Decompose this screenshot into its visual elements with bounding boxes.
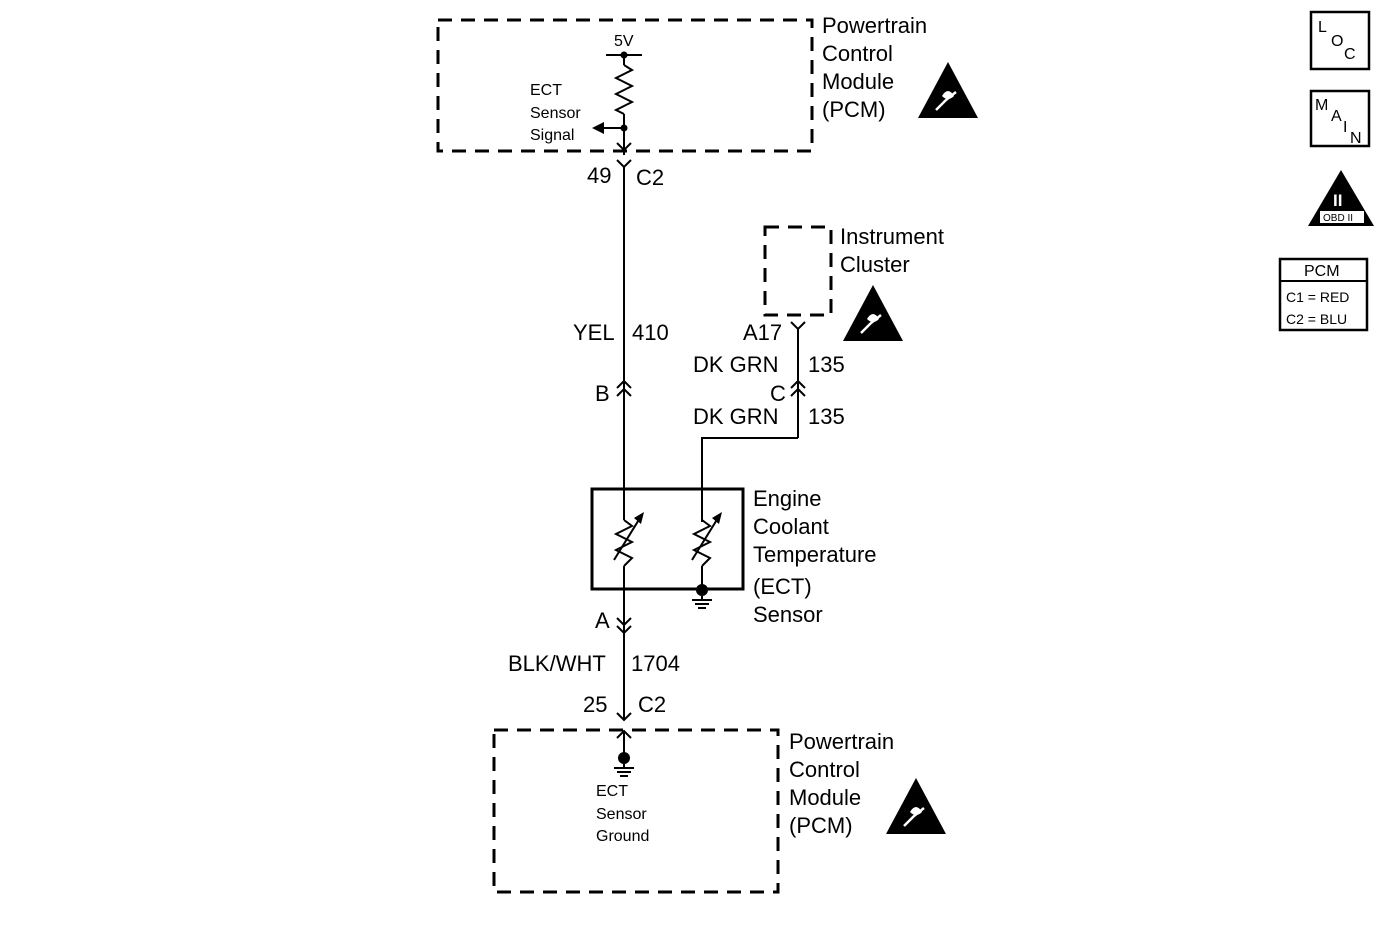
c2-connector-icon: [616, 159, 632, 169]
c2-bottom-connector-icon: [616, 712, 632, 722]
ect-signal-line-3: Signal: [530, 127, 574, 144]
pcm-connector-legend: PCM C1 = RED C2 = BLU: [1278, 257, 1369, 332]
loc-icon-l: L: [1318, 19, 1327, 36]
pcm-bottom: ECT Sensor Ground Powertrain Control Mod…: [492, 728, 946, 894]
loc-icon-c: C: [1344, 46, 1356, 63]
instrument-cluster-title-1: Instrument: [840, 224, 944, 249]
loc-icon: L O C: [1309, 10, 1371, 71]
pcm-ground-node: [618, 752, 630, 764]
main-icon: M A I N: [1309, 89, 1371, 148]
wire-dkgrn-lower-circuit: 135: [808, 404, 845, 429]
connector-a: A: [595, 608, 632, 635]
instrument-cluster-title-2: Cluster: [840, 252, 910, 277]
ground-symbol-icon: [614, 764, 634, 777]
ect-ground-line-1: ECT: [596, 783, 628, 800]
pcm-legend-c1: C1 = RED: [1286, 289, 1349, 305]
connector-b-icon: [616, 379, 632, 389]
pcm-top-title-2: Control: [822, 41, 893, 66]
connector-c-icon-2: [790, 387, 806, 397]
pcm-bottom-boundary: [492, 728, 780, 894]
thermistor-icon: [612, 512, 644, 567]
main-icon-a: A: [1331, 108, 1342, 125]
connector-c: C: [770, 379, 806, 406]
loc-icon-o: O: [1331, 33, 1343, 50]
wire-blkwht-color: BLK/WHT: [508, 651, 606, 676]
cluster-connector-icon: [790, 321, 806, 331]
pcm-bottom-title-1: Powertrain: [789, 729, 894, 754]
ect-ground-line-2: Sensor: [596, 806, 647, 823]
obd-ii-label: OBD II: [1323, 213, 1353, 224]
ect-ground-line-3: Ground: [596, 828, 649, 845]
pcm-top: Powertrain Control Module (PCM) 5V ECT S…: [436, 13, 978, 155]
thermistor-icon: [691, 512, 722, 567]
esd-warning-icon: [918, 62, 978, 118]
ect-title-5: Sensor: [753, 602, 823, 627]
ect-sensor-body: [590, 487, 745, 591]
ect-title-3: Temperature: [753, 542, 877, 567]
wire-yel-circuit: 410: [632, 320, 669, 345]
pcm-bottom-title-2: Control: [789, 757, 860, 782]
connector-c2-label-top: C2: [636, 165, 664, 190]
wire-blkwht-circuit: 1704: [631, 651, 680, 676]
pcm-bottom-title-4: (PCM): [789, 813, 853, 838]
connector-b-icon-2: [616, 387, 632, 397]
main-icon-i: I: [1343, 119, 1347, 136]
connector-a-icon: [616, 617, 632, 627]
ect-title-4: (ECT): [753, 574, 812, 599]
pin-25-label: 25: [583, 692, 607, 717]
pcm-legend-c2: C2 = BLU: [1286, 311, 1347, 327]
connector-b: B: [595, 379, 632, 406]
instrument-cluster-boundary: [763, 225, 833, 317]
ect-title-1: Engine: [753, 486, 822, 511]
pin-a-label: A: [595, 608, 610, 633]
obd-ii-numeral: II: [1333, 191, 1342, 210]
pin-b-label: B: [595, 381, 610, 406]
supply-voltage-label: 5V: [614, 33, 634, 50]
wire-dkgrn-lower-color: DK GRN: [693, 404, 779, 429]
pcm-legend-title: PCM: [1304, 263, 1340, 280]
obd-ii-icon: II OBD II: [1308, 170, 1374, 226]
pin-a17-label: A17: [743, 320, 782, 345]
pin-c-label: C: [770, 381, 786, 406]
pullup-resistor-icon: [613, 64, 635, 115]
wire-dkgrn-upper-circuit: 135: [808, 352, 845, 377]
dkgrn-wire-to-sensor: [701, 437, 798, 520]
connector-bottom-c2: 25 C2: [583, 692, 666, 722]
connector-c-icon: [790, 379, 806, 389]
ect-title-2: Coolant: [753, 514, 829, 539]
ect-signal-line-2: Sensor: [530, 105, 581, 122]
wire-dkgrn-upper-color: DK GRN: [693, 352, 779, 377]
pin-49-label: 49: [587, 163, 611, 188]
ground-symbol-icon: [692, 596, 712, 609]
main-icon-m: M: [1315, 97, 1328, 114]
pcm-top-title-3: Module: [822, 69, 894, 94]
signal-arrow-icon: [592, 122, 604, 134]
pcm-bottom-title-3: Module: [789, 785, 861, 810]
connector-c2-label-bottom: C2: [638, 692, 666, 717]
esd-warning-icon: [843, 285, 903, 341]
connector-a-icon-2: [616, 625, 632, 635]
gauge-ground-node: [696, 584, 708, 596]
ect-signal-line-1: ECT: [530, 82, 562, 99]
pcm-top-title-4: (PCM): [822, 97, 886, 122]
signal-connector-arrow-icon: [616, 142, 632, 152]
pcm-top-title-1: Powertrain: [822, 13, 927, 38]
main-icon-n: N: [1350, 130, 1362, 147]
esd-warning-icon: [886, 778, 946, 834]
instrument-cluster: Instrument Cluster A17: [743, 224, 944, 345]
ect-sensor: Engine Coolant Temperature (ECT) Sensor: [590, 486, 877, 627]
wire-yel-color: YEL: [573, 320, 615, 345]
